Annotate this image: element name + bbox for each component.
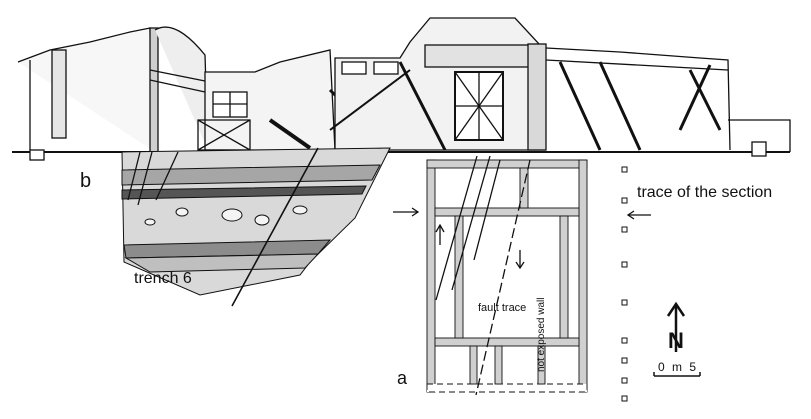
plan-view [426, 159, 588, 393]
north-arrow-icon [666, 301, 686, 352]
not-exposed-wall-label: not exposed wall [536, 297, 547, 373]
section-trace-label: trace of the section [637, 184, 773, 201]
scale-bar [653, 372, 701, 377]
section-trace-markers [621, 166, 628, 402]
panel-a-label: a [397, 368, 408, 388]
trench-profile [121, 147, 391, 307]
trench-label: trench 6 [134, 270, 192, 287]
north-label: N [668, 328, 684, 353]
panel-b-label: b [80, 170, 92, 192]
fault-trace-label: fault trace [478, 302, 527, 314]
building-section [12, 17, 791, 161]
plan-fault-traces [393, 155, 651, 396]
scale-label: 0 m 5 [658, 360, 699, 374]
